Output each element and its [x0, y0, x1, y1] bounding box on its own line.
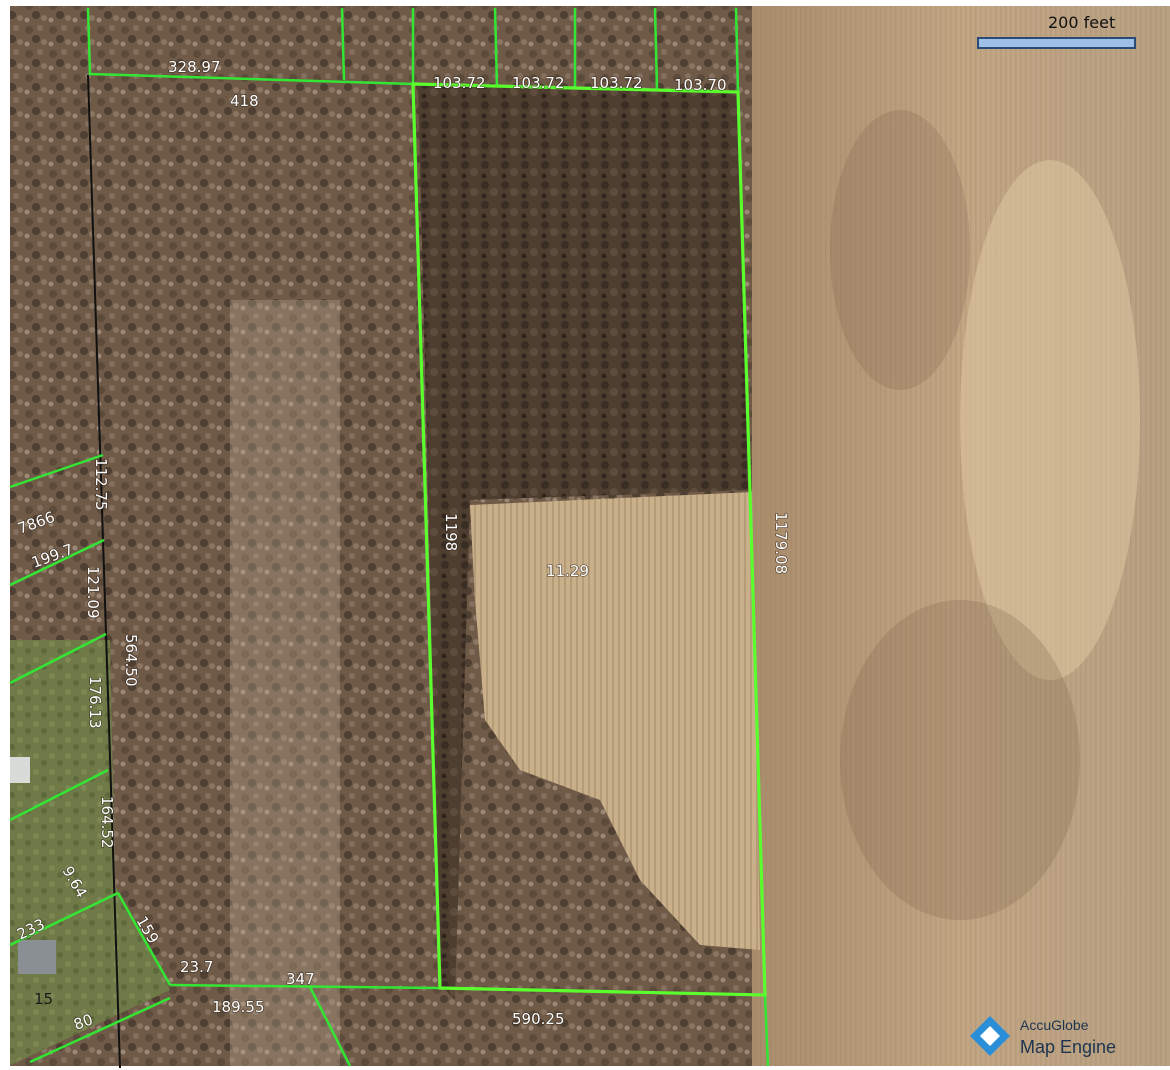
accuglobe-branding: AccuGlobe Map Engine	[970, 1016, 1116, 1057]
label-left-a: 112.75	[92, 458, 110, 511]
label-top-left-width: 328.97	[168, 58, 221, 76]
label-acreage: 11.29	[546, 562, 589, 580]
label-top-width-d: 103.70	[674, 76, 727, 94]
selected-parcel[interactable]	[411, 82, 767, 997]
label-left-j: 15	[34, 990, 53, 1008]
label-top-left-parcel: 418	[230, 92, 259, 110]
label-top-width-b: 103.72	[512, 74, 565, 92]
label-left-e: 564.50	[122, 634, 140, 687]
label-east-side: 1179.08	[772, 512, 790, 574]
label-bottom-left-b: 23.7	[180, 958, 213, 976]
scale-bar: 200 feet	[977, 13, 1136, 49]
label-left-d: 121.09	[84, 566, 102, 619]
accuglobe-logo-icon	[970, 1016, 1010, 1056]
branding-line-2: Map Engine	[1020, 1037, 1116, 1057]
label-bottom-left-a: 189.55	[212, 998, 265, 1016]
label-south-side: 590.25	[512, 1010, 565, 1028]
road-line	[87, 74, 121, 1069]
branding-line-1: AccuGlobe	[1020, 1017, 1089, 1033]
parcel-boundaries	[9, 7, 770, 1067]
label-top-width-c: 103.72	[590, 74, 643, 92]
label-bottom-width: 347	[286, 970, 315, 988]
label-west-side: 1198	[442, 513, 460, 551]
scale-bar-label: 200 feet	[1048, 13, 1115, 32]
label-top-width-a: 103.72	[433, 74, 486, 92]
label-left-g: 164.52	[98, 796, 116, 849]
label-left-f: 176.13	[86, 676, 104, 729]
